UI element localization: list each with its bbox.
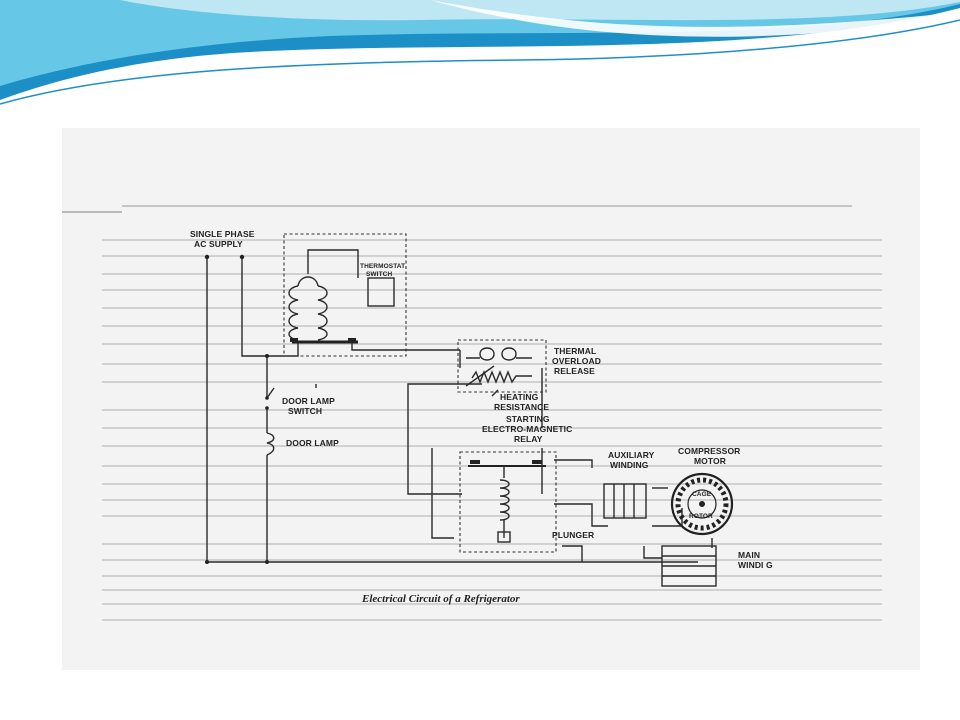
header-wave-light — [120, 0, 960, 21]
heating-label-line1: HEATING — [500, 392, 539, 402]
door-switch-label-line1: DOOR LAMP — [282, 396, 335, 406]
auxiliary-winding: AUXILIARY WINDING — [603, 450, 655, 519]
ac-supply-terminals — [204, 254, 245, 260]
starting-relay: STARTING ELECTRO-MAGNETIC RELAY — [459, 414, 572, 553]
supply-label-line1: SINGLE PHASE — [190, 229, 255, 239]
heating-pointer — [491, 389, 499, 397]
cage-label: CAGE — [692, 491, 712, 498]
compressor-motor: COMPRESSOR MOTOR CAGE ROTOR — [670, 446, 740, 536]
door-lamp: DOOR LAMP — [266, 432, 339, 456]
door-switch-label-line2: SWITCH — [288, 406, 322, 416]
main-label-line2: WINDI G — [738, 560, 773, 570]
header-wave-mid — [0, 0, 960, 86]
door-lamp-switch: DOOR LAMP SWITCH — [265, 384, 335, 416]
relay-label-line3: RELAY — [514, 434, 543, 444]
main-winding: MAIN WINDI G — [661, 545, 773, 587]
compressor-label-line1: COMPRESSOR — [678, 446, 740, 456]
circuit-diagram-figure: THERMOSTAT SWITCH THERMAL OVERLOAD RELEA… — [62, 128, 920, 670]
supply-label-line2: AC SUPPLY — [194, 239, 243, 249]
aux-label-line2: WINDING — [610, 460, 649, 470]
thermostat-label-line2: SWITCH — [366, 271, 392, 278]
relay-label-line2: ELECTRO-MAGNETIC — [482, 424, 572, 434]
aux-label-line1: AUXILIARY — [608, 450, 655, 460]
thermostat-switch: THERMOSTAT SWITCH — [283, 233, 407, 357]
circuit-wires — [205, 258, 713, 564]
heating-label-line2: RESISTANCE — [494, 402, 549, 412]
circuit-diagram: THERMOSTAT SWITCH THERMAL OVERLOAD RELEA… — [62, 205, 882, 621]
header-wave-line — [0, 19, 960, 105]
thermal-label-line1: THERMAL — [554, 346, 596, 356]
diagram-caption: Electrical Circuit of a Refrigerator — [361, 593, 520, 605]
header-wave-decoration — [0, 0, 960, 105]
thermostat-label-line1: THERMOSTAT — [360, 263, 405, 270]
thermal-label-line3: RELEASE — [554, 366, 595, 376]
plunger-label: PLUNGER — [552, 530, 594, 540]
relay-label-line1: STARTING — [506, 414, 550, 424]
header-wave-white-streak — [430, 0, 960, 37]
door-lamp-label: DOOR LAMP — [286, 438, 339, 448]
compressor-label-line2: MOTOR — [694, 456, 726, 466]
main-label-line1: MAIN — [738, 550, 760, 560]
thermal-label-line2: OVERLOAD — [552, 356, 601, 366]
scan-background-lines — [62, 205, 882, 621]
thermostat-bellows — [288, 276, 358, 344]
thermal-overload-release: THERMAL OVERLOAD RELEASE — [457, 339, 601, 393]
rotor-label: ROTOR — [689, 513, 713, 520]
